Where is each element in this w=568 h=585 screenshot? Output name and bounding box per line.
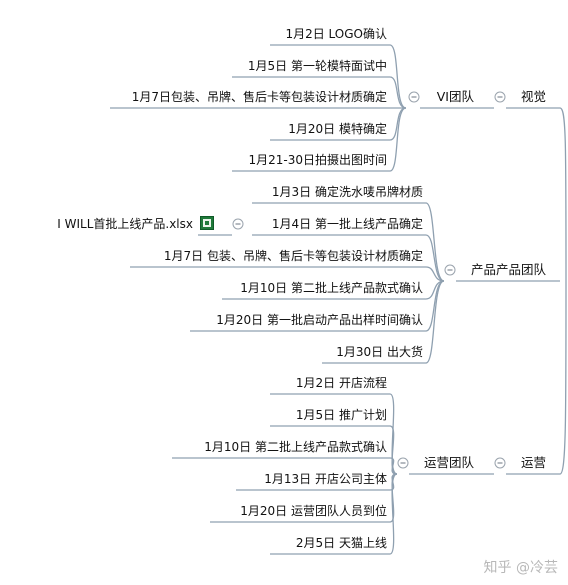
connector-product-2 bbox=[252, 234, 445, 282]
connector-vi-2 bbox=[232, 76, 407, 109]
connector-vi-5 bbox=[232, 107, 407, 172]
connector-product-1 bbox=[252, 202, 445, 282]
connector-ops-1 bbox=[270, 393, 398, 475]
task-vi-2[interactable]: 1月5日 第一轮模特面试中 bbox=[247, 59, 387, 73]
node-vi-team[interactable]: VI团队 bbox=[436, 89, 474, 104]
task-product-3[interactable]: 1月7日 包装、吊牌、售后卡等包装设计材质确定 bbox=[163, 249, 423, 263]
task-product-6[interactable]: 1月30日 出大货 bbox=[336, 345, 423, 359]
task-vi-4[interactable]: 1月20日 模特确定 bbox=[288, 122, 387, 136]
task-ops-6[interactable]: 2月5日 天猫上线 bbox=[295, 536, 387, 550]
task-ops-3[interactable]: 1月10日 第二批上线产品款式确认 bbox=[204, 440, 387, 454]
collapse-vision-icon[interactable] bbox=[494, 91, 506, 103]
connector-ops-3 bbox=[172, 457, 398, 475]
connector-ops-2 bbox=[270, 425, 398, 475]
task-product-2[interactable]: 1月4日 第一批上线产品确定 bbox=[271, 217, 423, 231]
collapse-ops-team-icon[interactable] bbox=[397, 457, 409, 469]
task-product-5[interactable]: 1月20日 第一批启动产品出样时间确认 bbox=[216, 313, 423, 327]
connector-ops-6 bbox=[270, 473, 398, 555]
excel-file-icon[interactable] bbox=[200, 216, 214, 230]
task-vi-5[interactable]: 1月21-30日拍摄出图时间 bbox=[248, 153, 387, 167]
task-product-1[interactable]: 1月3日 确定洗水唛吊牌材质 bbox=[271, 185, 423, 199]
watermark: 知乎 @冷芸 bbox=[483, 560, 558, 576]
connector-trunk bbox=[559, 107, 567, 475]
node-operations[interactable]: 运营 bbox=[520, 455, 546, 470]
task-ops-1[interactable]: 1月2日 开店流程 bbox=[295, 376, 387, 390]
connector-product-6 bbox=[322, 280, 445, 364]
task-ops-5[interactable]: 1月20日 运营团队人员到位 bbox=[240, 504, 387, 518]
connector-vi-1 bbox=[270, 44, 407, 109]
node-ops-team[interactable]: 运营团队 bbox=[423, 455, 474, 470]
connector-product-3 bbox=[130, 266, 445, 282]
task-product-4[interactable]: 1月10日 第二批上线产品款式确认 bbox=[240, 281, 423, 295]
task-ops-2[interactable]: 1月5日 推广计划 bbox=[295, 408, 387, 422]
node-product-team[interactable]: 产品产品团队 bbox=[470, 262, 546, 277]
attachment-filename[interactable]: I WILL首批上线产品.xlsx bbox=[57, 217, 193, 231]
task-vi-1[interactable]: 1月2日 LOGO确认 bbox=[285, 27, 387, 41]
collapse-product-icon[interactable] bbox=[444, 264, 456, 276]
collapse-attachment-icon[interactable] bbox=[232, 218, 244, 230]
collapse-operations-icon[interactable] bbox=[494, 457, 506, 469]
collapse-vi-team-icon[interactable] bbox=[408, 91, 420, 103]
task-ops-4[interactable]: 1月13日 开店公司主体 bbox=[264, 472, 387, 486]
task-vi-3[interactable]: 1月7日包装、吊牌、售后卡等包装设计材质确定 bbox=[131, 90, 387, 104]
node-vision[interactable]: 视觉 bbox=[520, 89, 546, 104]
